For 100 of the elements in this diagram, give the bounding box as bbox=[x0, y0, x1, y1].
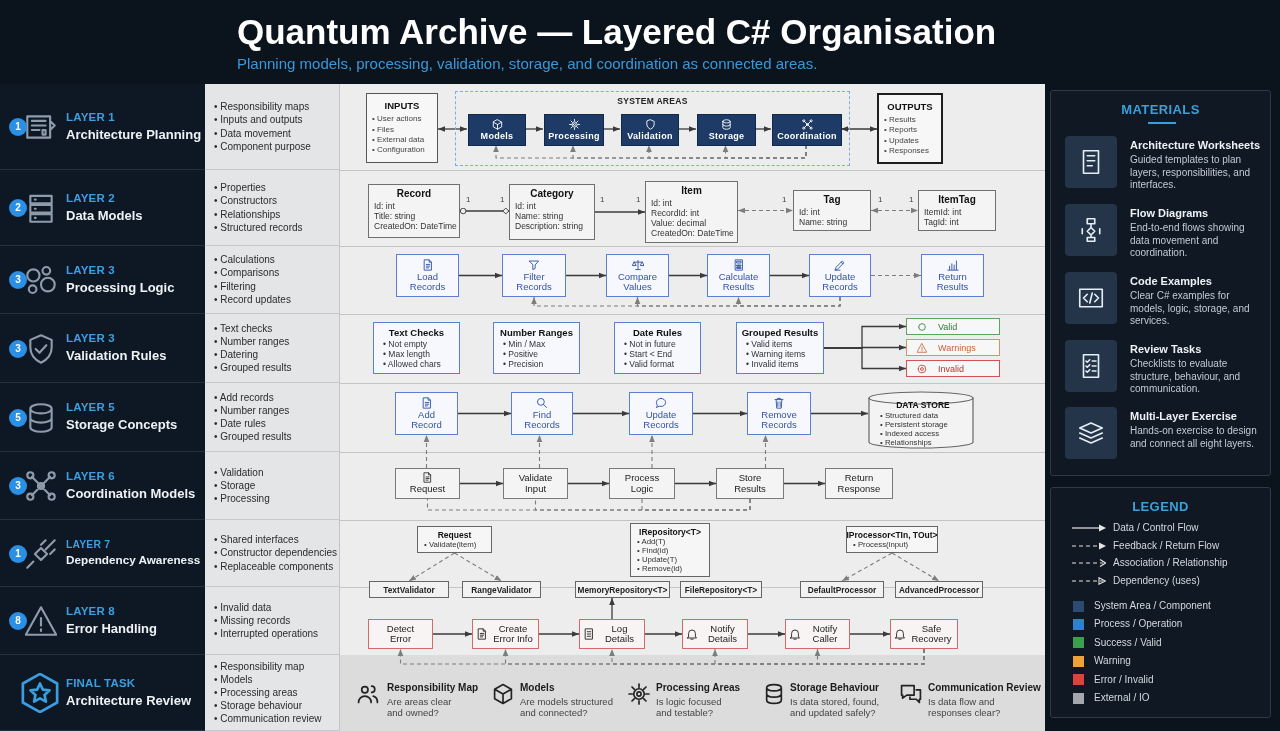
arrow bbox=[437, 126, 468, 132]
relationship-line bbox=[459, 207, 510, 215]
topic-item: • Record updates bbox=[214, 292, 291, 306]
review-question: Is logic focused and testable? bbox=[656, 696, 723, 719]
material-description: End-to-end flows showing data movement and coordination. bbox=[1130, 222, 1246, 260]
process-box bbox=[747, 392, 811, 435]
class-box bbox=[509, 184, 595, 240]
dashed-arrow bbox=[649, 434, 655, 469]
review-title: Storage Behaviour bbox=[790, 682, 880, 694]
dashed-arrow bbox=[423, 434, 430, 469]
topic-item: • Date rules bbox=[214, 417, 266, 431]
box-label: Invalid bbox=[938, 363, 964, 374]
process-box bbox=[606, 254, 669, 297]
topic-item: • Storage behaviour bbox=[214, 699, 302, 713]
class-name: Tag bbox=[823, 194, 841, 205]
field-text: Name: string bbox=[515, 211, 564, 222]
arrow bbox=[458, 272, 503, 279]
multiplicity-label: 1 bbox=[636, 196, 641, 204]
box-title: DATA STORE bbox=[896, 400, 950, 410]
error-step-box bbox=[368, 619, 433, 649]
class-box bbox=[800, 581, 884, 598]
error-step-box bbox=[472, 619, 539, 649]
step-number: 2 bbox=[15, 203, 21, 213]
arrow bbox=[754, 126, 772, 132]
list-item: • Warning items bbox=[745, 348, 806, 360]
layer-kicker: LAYER 5 bbox=[66, 401, 115, 416]
interface-name: Request bbox=[437, 530, 472, 540]
topic-item: • Grouped results bbox=[214, 361, 292, 375]
box-label: Coordination bbox=[777, 131, 837, 141]
field-text: ItemId: int bbox=[924, 207, 962, 217]
class-box bbox=[918, 190, 996, 231]
frame-title: SYSTEM AREAS bbox=[617, 96, 688, 106]
dashed-arrow bbox=[891, 552, 940, 582]
topic-item: • Inputs and outputs bbox=[214, 113, 303, 127]
material-title: Multi-Layer Exercise bbox=[1130, 410, 1238, 424]
number-badge bbox=[9, 118, 27, 136]
arrow bbox=[538, 631, 580, 637]
topic-item: • Invalid data bbox=[214, 600, 272, 614]
box-label: Store Results bbox=[733, 473, 767, 494]
material-title: Review Tasks bbox=[1130, 343, 1203, 357]
field-text: Id: int bbox=[799, 207, 820, 217]
component-box bbox=[772, 114, 842, 146]
material-description: Guided templates to plan layers, responsibilities, and interfaces. bbox=[1130, 154, 1252, 192]
topic-list-panel bbox=[205, 314, 340, 383]
arrow bbox=[565, 272, 607, 279]
process-box bbox=[809, 254, 871, 297]
arrow bbox=[668, 272, 708, 279]
subtitle: Planning models, processing, validation, storage, and coordination as connected areas. bbox=[237, 55, 818, 73]
step-number: 1 bbox=[15, 122, 21, 132]
topic-item: • Calculations bbox=[214, 253, 275, 267]
process-box bbox=[716, 468, 784, 499]
multiplicity-label: 1 bbox=[466, 196, 471, 204]
io-box bbox=[877, 93, 943, 164]
field-text: Name: string bbox=[799, 217, 848, 228]
class-box bbox=[368, 184, 460, 238]
material-description: Clear C# examples for models, logic, storage, and services. bbox=[1130, 290, 1251, 328]
review-question: Is data flow and responses clear? bbox=[928, 696, 1002, 719]
arrow bbox=[459, 480, 504, 487]
layer-panel bbox=[0, 520, 205, 587]
box-label: Validate Input bbox=[517, 473, 554, 494]
list-item: • Responses bbox=[884, 145, 930, 157]
box-label: Notify Caller bbox=[811, 623, 839, 645]
list-item: • Reports bbox=[884, 125, 918, 136]
topic-list-panel bbox=[205, 170, 340, 246]
multiplicity-label: 1 bbox=[909, 196, 914, 204]
arrow bbox=[644, 631, 683, 637]
material-description: Hands-on exercise to design and connect all eight layers. bbox=[1130, 425, 1258, 450]
topic-item: • Number ranges bbox=[214, 334, 290, 348]
arrow bbox=[810, 410, 869, 417]
list-item: • Results bbox=[884, 114, 916, 126]
number-badge bbox=[9, 339, 27, 358]
material-title: Flow Diagrams bbox=[1130, 207, 1210, 221]
component-box bbox=[697, 114, 756, 146]
process-box bbox=[503, 468, 568, 499]
topic-item: • Properties bbox=[214, 181, 266, 195]
review-question: Are models structured and connected? bbox=[520, 696, 614, 719]
topic-item: • Comparisons bbox=[214, 266, 280, 280]
legend-label: Success / Valid bbox=[1094, 636, 1162, 649]
material-description: Checklists to evaluate structure, behaviour, and communication. bbox=[1130, 358, 1242, 396]
topic-item: • Structured records bbox=[214, 220, 303, 234]
topic-list-panel bbox=[205, 587, 340, 655]
status-box bbox=[906, 360, 1000, 377]
box-label: Return Results bbox=[935, 271, 970, 293]
box-label: DefaultProcessor bbox=[807, 584, 877, 595]
box-label: Storage bbox=[708, 131, 745, 141]
legend-label: Feedback / Return Flow bbox=[1113, 539, 1220, 552]
layer-kicker: LAYER 7 bbox=[66, 538, 111, 552]
dashed-arrow bbox=[814, 648, 925, 665]
process-box bbox=[511, 392, 573, 435]
arrow bbox=[609, 597, 615, 620]
arrow bbox=[823, 347, 907, 372]
step-number: 8 bbox=[15, 616, 21, 626]
layer-kicker: LAYER 8 bbox=[66, 604, 115, 619]
box-label: Compare Values bbox=[616, 271, 659, 293]
class-box bbox=[645, 181, 738, 243]
box-title: Grouped Results bbox=[741, 326, 819, 338]
topic-item: • Validation bbox=[214, 465, 264, 479]
arrow bbox=[769, 272, 810, 279]
layer-title: Architecture Review bbox=[66, 692, 191, 709]
layer-kicker: LAYER 3 bbox=[66, 332, 115, 347]
